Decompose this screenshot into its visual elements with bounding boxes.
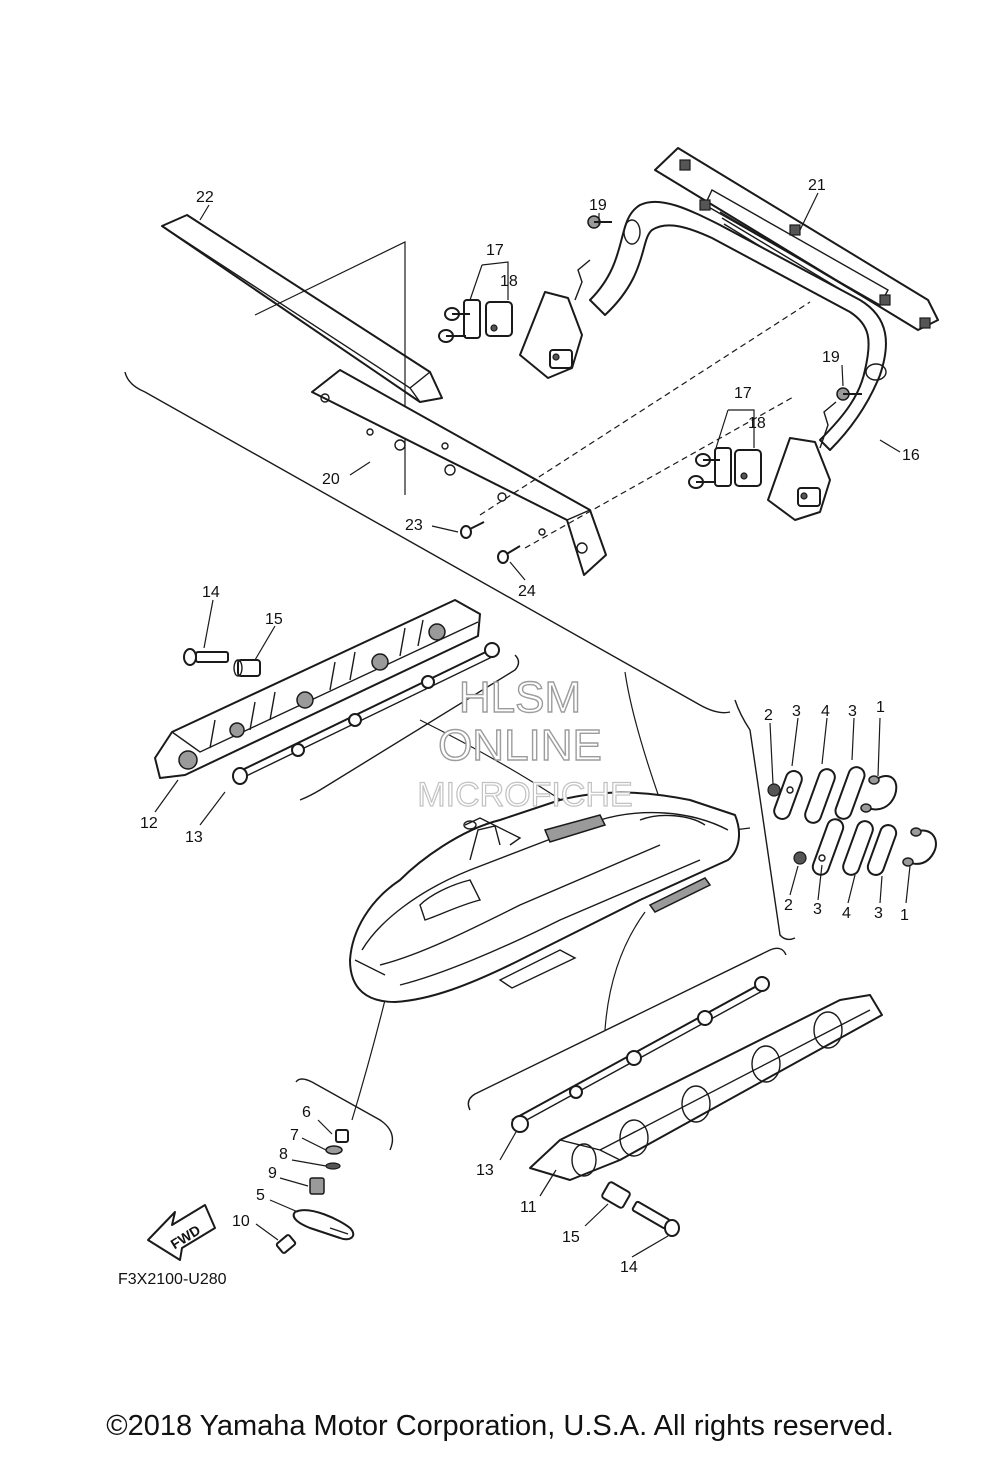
callout-17-lower: 17 xyxy=(734,385,752,402)
part-15-collar-left xyxy=(233,659,261,677)
part-14-bolt-right xyxy=(631,1200,680,1237)
part-11-sponson-right xyxy=(529,994,883,1181)
callout-11: 11 xyxy=(520,1199,537,1216)
callout-3-upper-b: 3 xyxy=(848,703,857,720)
part-14-bolt-left xyxy=(183,648,229,666)
callout-3-upper-a: 3 xyxy=(792,703,801,720)
callout-21: 21 xyxy=(808,177,826,194)
callout-3-lower-a: 3 xyxy=(813,901,822,918)
callout-4-upper: 4 xyxy=(821,703,830,720)
callout-13-left: 13 xyxy=(185,829,203,846)
bracket-lower xyxy=(688,387,862,521)
callout-14-right: 14 xyxy=(620,1259,638,1276)
callout-9: 9 xyxy=(268,1165,277,1182)
callout-labels: 22 21 19 17 18 19 17 18 16 20 23 24 14 1… xyxy=(140,177,920,1276)
clip-set-lower xyxy=(793,818,937,876)
callout-14-left: 14 xyxy=(202,584,220,601)
diagram-code: F3X2100-U280 xyxy=(118,1271,227,1288)
part-21-top-rail xyxy=(654,147,939,331)
callout-8: 8 xyxy=(279,1146,288,1163)
callout-2-lower: 2 xyxy=(784,897,793,914)
alignment-lines xyxy=(479,301,811,549)
callout-2-upper: 2 xyxy=(764,707,773,724)
callout-12: 12 xyxy=(140,815,158,832)
callout-18-lower: 18 xyxy=(748,415,766,432)
callout-15-left: 15 xyxy=(265,611,283,628)
fwd-arrow-icon: FWD xyxy=(147,1204,216,1261)
tow-eye-hardware xyxy=(275,1129,355,1254)
watermark-line2: ONLINE xyxy=(438,721,602,770)
callout-17-upper: 17 xyxy=(486,242,504,259)
callout-1-upper: 1 xyxy=(876,699,885,716)
copyright-notice: ©2018 Yamaha Motor Corporation, U.S.A. A… xyxy=(106,1410,894,1442)
callout-19-lower: 19 xyxy=(822,349,840,366)
callout-16: 16 xyxy=(902,447,920,464)
part-24-screw xyxy=(497,545,521,564)
part-15-collar-right xyxy=(601,1181,631,1209)
part-16-handle-bar xyxy=(589,200,887,451)
callout-24: 24 xyxy=(518,583,536,600)
callout-22: 22 xyxy=(196,189,214,206)
part-13-strip-right xyxy=(511,976,770,1133)
callout-4-lower: 4 xyxy=(842,905,851,922)
part-12-sponson-left xyxy=(154,599,481,779)
part-20-rail xyxy=(311,369,607,576)
watermark-line1: HLSM xyxy=(459,673,581,722)
bracket-upper xyxy=(438,215,612,379)
callout-6: 6 xyxy=(302,1104,311,1121)
watermark-line3: MICROFICHE xyxy=(417,776,632,814)
part-22-pad xyxy=(161,214,443,403)
callout-5: 5 xyxy=(256,1187,265,1204)
callout-15-right: 15 xyxy=(562,1229,580,1246)
callout-18-upper: 18 xyxy=(500,273,518,290)
callout-leaders xyxy=(154,192,911,1258)
callout-1-lower: 1 xyxy=(900,907,909,924)
clip-set-upper xyxy=(767,766,898,824)
callout-20: 20 xyxy=(322,471,340,488)
part-23-screw xyxy=(460,521,485,539)
watercraft-hull xyxy=(349,791,741,1003)
callout-19-upper: 19 xyxy=(589,197,607,214)
callout-10: 10 xyxy=(232,1213,250,1230)
watermark: HLSM ONLINE MICROFICHE xyxy=(417,672,634,814)
callout-7: 7 xyxy=(290,1127,299,1144)
group-boundaries xyxy=(124,371,796,1151)
callout-13-right: 13 xyxy=(476,1162,494,1179)
callout-23: 23 xyxy=(405,517,423,534)
part-13-strip-left xyxy=(232,642,500,785)
callout-3-lower-b: 3 xyxy=(874,905,883,922)
